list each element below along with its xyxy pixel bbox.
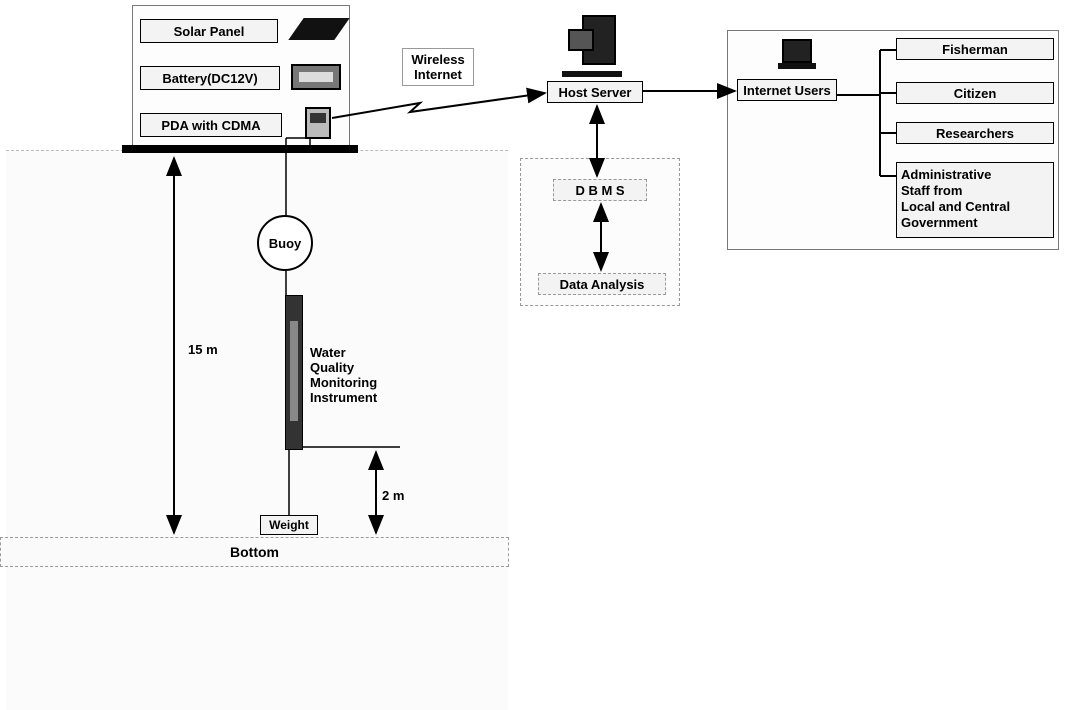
wireless-link xyxy=(332,93,545,118)
connector-lines xyxy=(0,0,1066,574)
